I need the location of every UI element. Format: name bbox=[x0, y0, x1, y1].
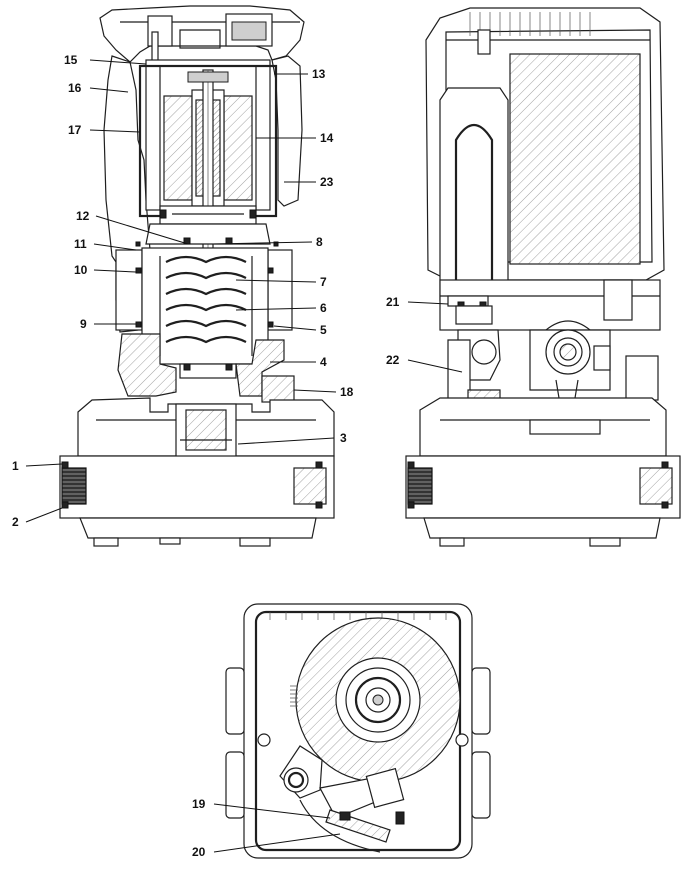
label-11: 11 bbox=[74, 237, 87, 251]
label-22: 22 bbox=[386, 353, 400, 367]
label-12: 12 bbox=[76, 209, 90, 223]
label-2: 2 bbox=[12, 515, 19, 529]
label-13: 13 bbox=[312, 67, 326, 81]
label-16: 16 bbox=[68, 81, 82, 95]
label-23: 23 bbox=[320, 175, 334, 189]
label-15: 15 bbox=[64, 53, 78, 67]
label-21: 21 bbox=[386, 295, 400, 309]
label-10: 10 bbox=[74, 263, 88, 277]
label-17: 17 bbox=[68, 123, 82, 137]
leader-lines bbox=[25, 59, 463, 853]
label-7: 7 bbox=[320, 275, 327, 289]
label-14: 14 bbox=[320, 131, 334, 145]
right-section-view bbox=[405, 7, 681, 547]
label-6: 6 bbox=[320, 301, 327, 315]
part-number-labels: 15 16 17 13 14 23 12 11 8 10 7 6 9 5 4 1… bbox=[12, 53, 400, 859]
label-5: 5 bbox=[320, 323, 327, 337]
label-19: 19 bbox=[192, 797, 206, 811]
label-9: 9 bbox=[80, 317, 87, 331]
plan-view bbox=[225, 603, 491, 859]
label-4: 4 bbox=[320, 355, 327, 369]
label-3: 3 bbox=[340, 431, 347, 445]
label-18: 18 bbox=[340, 385, 354, 399]
label-1: 1 bbox=[12, 459, 19, 473]
label-20: 20 bbox=[192, 845, 206, 859]
label-8: 8 bbox=[316, 235, 323, 249]
left-section-view bbox=[59, 5, 335, 547]
